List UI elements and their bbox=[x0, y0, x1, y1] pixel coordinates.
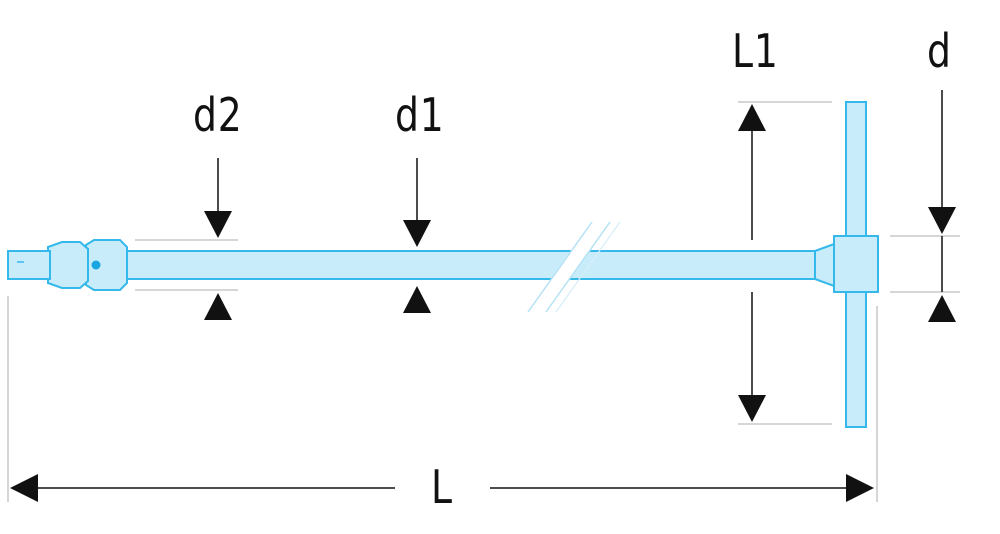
shaft bbox=[125, 250, 831, 280]
l1-dimension bbox=[738, 104, 766, 422]
d2-dimension bbox=[204, 158, 232, 320]
extension-lines bbox=[7, 101, 960, 502]
d-arrow-down-icon bbox=[928, 207, 956, 234]
joint-yoke bbox=[85, 239, 128, 291]
l-arrow-left-icon bbox=[10, 474, 38, 502]
d2-arrow-up-icon bbox=[204, 293, 232, 320]
label-d1: d1 bbox=[395, 88, 445, 142]
label-l1: L1 bbox=[732, 24, 779, 78]
d2-arrow-down-icon bbox=[204, 211, 232, 238]
d1-arrow-down-icon bbox=[403, 220, 431, 247]
shaft-taper bbox=[814, 242, 835, 288]
d1-dimension bbox=[403, 158, 431, 313]
d-arrow-up-icon bbox=[928, 295, 956, 322]
l1-arrow-up-icon bbox=[738, 104, 766, 131]
joint-body bbox=[47, 241, 89, 289]
square-drive bbox=[7, 250, 51, 280]
handle-hub bbox=[833, 235, 879, 293]
shaft-break-symbol bbox=[527, 221, 621, 313]
label-d: d bbox=[927, 24, 952, 78]
d-dimension bbox=[928, 90, 956, 322]
d1-arrow-up-icon bbox=[403, 286, 431, 313]
label-l: L bbox=[431, 460, 453, 514]
label-d2: d2 bbox=[193, 88, 243, 142]
t-handle-wrench bbox=[7, 101, 879, 428]
joint-pin-icon bbox=[91, 260, 101, 270]
l-arrow-right-icon bbox=[846, 474, 874, 502]
l-dimension bbox=[10, 474, 874, 502]
l1-arrow-down-icon bbox=[738, 395, 766, 422]
